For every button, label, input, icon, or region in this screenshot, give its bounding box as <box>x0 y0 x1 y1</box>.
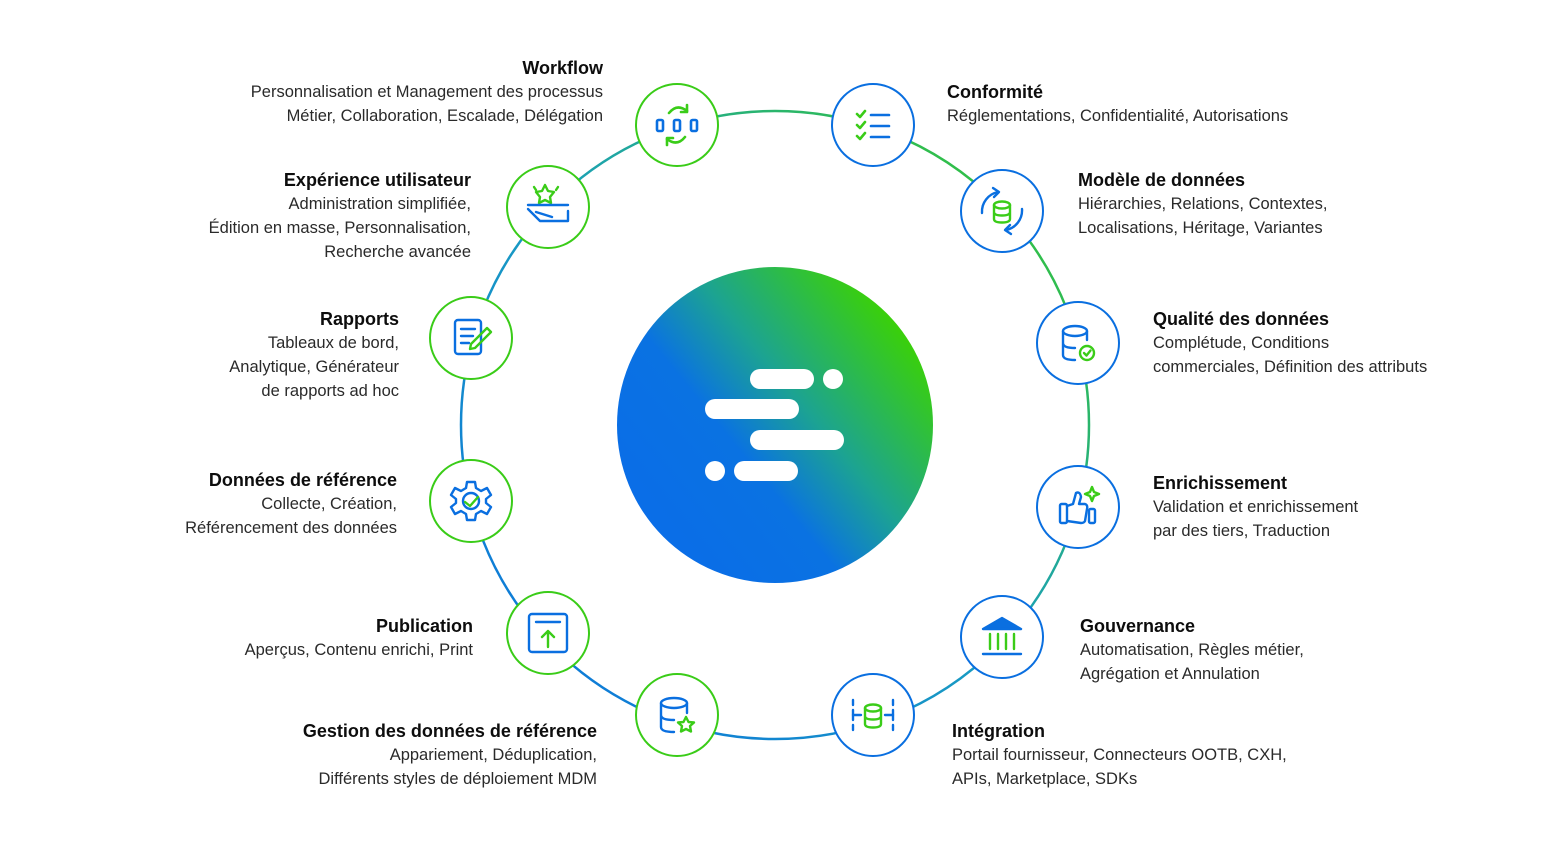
label-experience: Expérience utilisateur Administration si… <box>209 168 471 264</box>
workflow-cycle-icon <box>655 103 699 147</box>
label-publication: Publication Aperçus, Contenu enrichi, Pr… <box>245 614 473 662</box>
database-check-icon <box>1061 324 1096 362</box>
orbit-ring <box>459 109 1091 741</box>
database-star-icon <box>659 696 696 734</box>
node-integration[interactable] <box>831 673 915 757</box>
node-description-line: Localisations, Héritage, Variantes <box>1078 219 1323 237</box>
node-description-line: Réglementations, Confidentialité, Autori… <box>947 107 1289 125</box>
node-description-line: Validation et enrichissement <box>1153 498 1359 516</box>
node-gestion-donnees[interactable] <box>635 673 719 757</box>
node-description-line: de rapports ad hoc <box>261 382 399 400</box>
node-description-line: Aperçus, Contenu enrichi, Print <box>244 641 473 659</box>
node-donnees-reference[interactable] <box>429 459 513 543</box>
node-title: Conformité <box>947 82 1043 102</box>
thumbs-up-sparkle-icon <box>1058 485 1101 525</box>
node-description-line: Personnalisation et Management des proce… <box>250 83 603 101</box>
node-title: Enrichissement <box>1153 473 1288 493</box>
label-gestion-donnees: Gestion des données de référence Apparie… <box>303 719 597 791</box>
gear-check-icon <box>449 480 493 522</box>
node-title: Qualité des données <box>1153 309 1330 329</box>
node-title: Rapports <box>319 309 399 329</box>
node-description-line: Analytique, Générateur <box>229 358 399 376</box>
node-description-line: Recherche avancée <box>324 243 471 261</box>
node-enrichissement[interactable] <box>1036 465 1120 549</box>
database-connect-icon <box>851 698 895 732</box>
node-workflow[interactable] <box>635 83 719 167</box>
label-qualite: Qualité des données Complétude, Conditio… <box>1153 307 1427 379</box>
node-experience[interactable] <box>506 165 590 249</box>
node-publication[interactable] <box>506 591 590 675</box>
node-conformite[interactable] <box>831 83 915 167</box>
node-description-line: Édition en masse, Personnalisation, <box>208 219 471 237</box>
report-edit-icon <box>453 318 493 356</box>
node-description-line: Référencement des données <box>185 519 397 537</box>
label-rapports: Rapports Tableaux de bord, Analytique, G… <box>229 307 399 403</box>
node-description-line: Complétude, Conditions <box>1153 334 1330 352</box>
label-modele: Modèle de données Hiérarchies, Relations… <box>1078 168 1327 240</box>
node-description-line: Appariement, Déduplication, <box>389 746 597 764</box>
node-title: Expérience utilisateur <box>283 170 471 190</box>
node-description-line: Différents styles de déploiement MDM <box>318 770 597 788</box>
label-workflow: Workflow Personnalisation et Management … <box>251 56 603 128</box>
node-title: Intégration <box>952 721 1045 741</box>
node-description-line: Collecte, Création, <box>261 495 397 513</box>
node-description-line: Agrégation et Annulation <box>1080 665 1260 683</box>
node-description-line: Administration simplifiée, <box>288 195 471 213</box>
node-qualite[interactable] <box>1036 301 1120 385</box>
node-description-line: Métier, Collaboration, Escalade, Délégat… <box>286 107 603 125</box>
label-integration: Intégration Portail fournisseur, Connect… <box>952 719 1287 791</box>
node-title: Gestion des données de référence <box>302 721 597 741</box>
node-description-line: Portail fournisseur, Connecteurs OOTB, C… <box>952 746 1287 764</box>
center-hub <box>617 267 933 583</box>
node-description-line: par des tiers, Traduction <box>1153 522 1331 540</box>
node-description-line: commerciales, Définition des attributs <box>1153 358 1428 376</box>
node-gouvernance[interactable] <box>960 595 1044 679</box>
node-rapports[interactable] <box>429 296 513 380</box>
node-title: Gouvernance <box>1080 616 1196 636</box>
publish-upload-icon <box>527 612 569 654</box>
node-title: Publication <box>375 616 473 636</box>
node-title: Workflow <box>522 58 603 78</box>
label-enrichissement: Enrichissement Validation et enrichissem… <box>1153 471 1358 543</box>
node-title: Modèle de données <box>1078 170 1246 190</box>
label-conformite: Conformité Réglementations, Confidential… <box>947 80 1288 128</box>
node-description-line: APIs, Marketplace, SDKs <box>952 770 1138 788</box>
brand-logo-icon <box>705 369 844 481</box>
node-description-line: Tableaux de bord, <box>267 334 399 352</box>
label-donnees-reference: Données de référence Collecte, Création,… <box>185 468 397 540</box>
node-modele[interactable] <box>960 169 1044 253</box>
label-gouvernance: Gouvernance Automatisation, Règles métie… <box>1080 614 1304 686</box>
star-hand-icon <box>526 183 570 223</box>
database-sync-icon <box>980 186 1024 236</box>
institution-icon <box>981 616 1023 656</box>
node-description-line: Automatisation, Règles métier, <box>1080 641 1304 659</box>
node-title: Données de référence <box>208 470 397 490</box>
checklist-icon <box>855 109 891 141</box>
node-description-line: Hiérarchies, Relations, Contextes, <box>1078 195 1328 213</box>
